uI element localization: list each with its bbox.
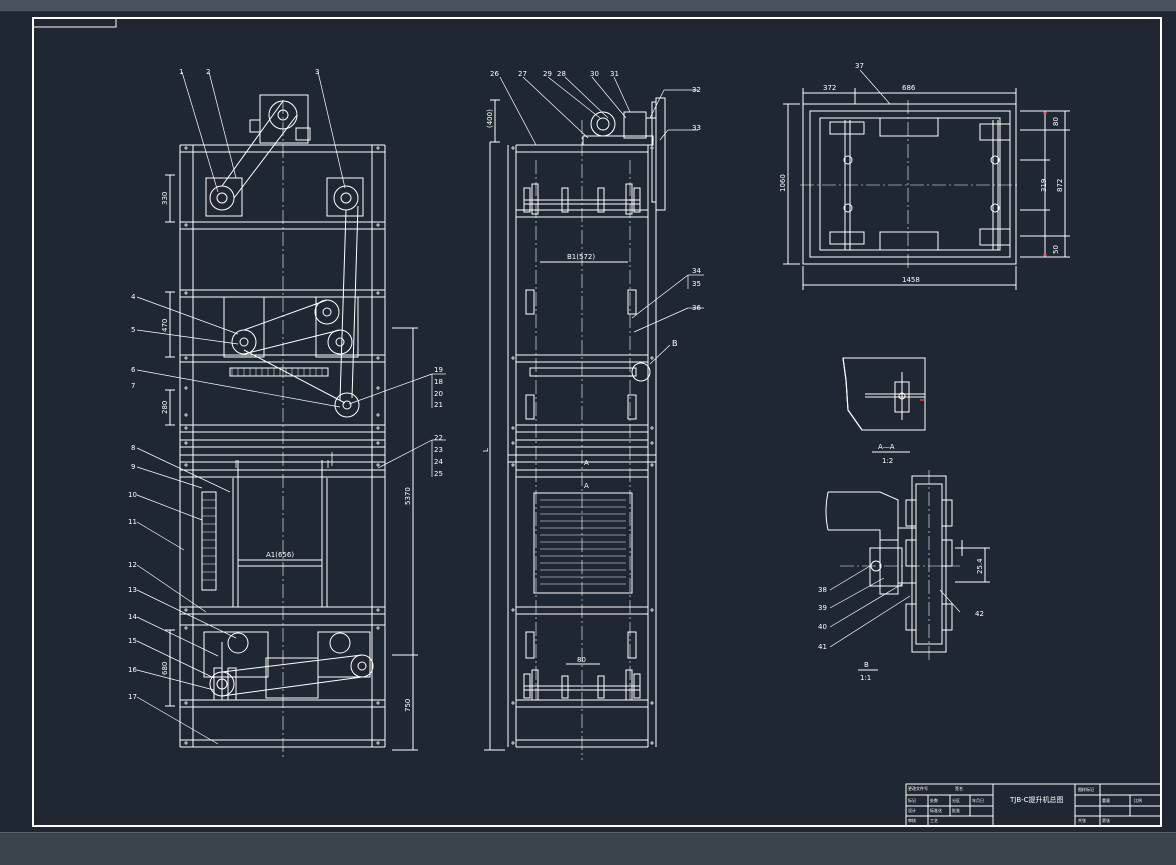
label-b1: B1(572) (567, 253, 595, 261)
balloon-21: 21 (434, 401, 443, 409)
balloon-30: 30 (590, 70, 599, 78)
balloon-15: 15 (128, 637, 137, 645)
app-top-bar (0, 0, 1176, 12)
balloon-19: 19 (434, 366, 443, 374)
balloon-7: 7 (131, 382, 135, 390)
dim-25-4: 25.4 (976, 558, 984, 574)
tb-label-6: 设计 (908, 807, 916, 813)
title-block (905, 783, 1162, 827)
balloon-26: 26 (490, 70, 499, 78)
side-view (484, 76, 704, 760)
tb-label-13: 比例 (1134, 797, 1142, 803)
drawing-border (32, 17, 1162, 827)
balloon-39: 39 (818, 604, 827, 612)
dim-50: 50 (1052, 245, 1060, 254)
balloon-41: 41 (818, 643, 827, 651)
balloon-31: 31 (610, 70, 619, 78)
tb-label-7: 审核 (908, 817, 916, 823)
balloon-36: 36 (692, 304, 701, 312)
balloon-3: 3 (315, 68, 319, 76)
detail-b-title: B (864, 661, 869, 669)
dim-1060: 1060 (779, 174, 787, 192)
dim-319: 319 (1040, 179, 1048, 192)
balloon-5: 5 (131, 326, 135, 334)
balloon-35: 35 (692, 280, 701, 288)
balloon-17: 17 (128, 693, 137, 701)
balloon-24: 24 (434, 458, 443, 466)
app-status-bar (0, 832, 1176, 865)
balloon-20: 20 (434, 390, 443, 398)
dim-330: 330 (161, 192, 169, 205)
balloon-16: 16 (128, 666, 137, 674)
top-left-tab (32, 17, 117, 28)
tb-label-15: 第张 (1102, 817, 1110, 823)
balloon-6: 6 (131, 366, 136, 374)
balloon-9: 9 (131, 463, 135, 471)
dim-680: 680 (161, 662, 169, 675)
detail-b (825, 470, 990, 671)
balloon-18: 18 (434, 378, 443, 386)
label-b: B (672, 339, 678, 348)
dim-872: 872 (1056, 179, 1064, 192)
balloon-27: 27 (518, 70, 527, 78)
dim-80-side: 80 (577, 656, 586, 664)
dim-80-plan: 80 (1052, 117, 1060, 126)
balloon-37: 37 (855, 62, 864, 70)
dim-750: 750 (404, 699, 412, 712)
tb-label-1: 处数 (930, 797, 938, 803)
balloon-22: 22 (434, 434, 443, 442)
balloon-11: 11 (128, 518, 137, 526)
dim-470: 470 (161, 319, 169, 332)
tb-label-12: 重量 (1102, 797, 1110, 803)
balloon-29: 29 (543, 70, 552, 78)
balloon-8: 8 (131, 444, 135, 452)
plan-view (783, 69, 1070, 290)
tb-label-0: 标记 (908, 797, 916, 803)
label-a1: A1(656) (266, 551, 294, 559)
balloon-23: 23 (434, 446, 443, 454)
dim-5370: 5370 (404, 487, 412, 505)
front-view (136, 71, 446, 760)
tb-label-3: 更改文件号 (908, 785, 928, 791)
dim-280: 280 (161, 401, 169, 414)
dim-686: 686 (902, 84, 916, 92)
balloon-4: 4 (131, 293, 136, 301)
section-aa-scale: 1:2 (882, 457, 893, 465)
red-markers (920, 112, 1047, 401)
balloon-42: 42 (975, 610, 984, 618)
dim-400: (400) (486, 109, 494, 128)
balloon-32: 32 (692, 86, 701, 94)
balloon-28: 28 (557, 70, 566, 78)
tb-label-11: 图样标记 (1078, 786, 1094, 792)
dim-372: 372 (823, 84, 836, 92)
section-a-top: A (584, 459, 589, 467)
balloon-2: 2 (206, 68, 210, 76)
balloon-14: 14 (128, 613, 137, 621)
balloon-25: 25 (434, 470, 443, 478)
balloon-12: 12 (128, 561, 137, 569)
tb-label-5: 年月日 (972, 797, 984, 803)
dim-1458: 1458 (902, 276, 920, 284)
tb-label-4: 签名 (955, 785, 963, 791)
tb-label-9: 标准化 (930, 807, 942, 813)
balloon-40: 40 (818, 623, 827, 631)
tb-label-8: 工艺 (930, 818, 938, 823)
section-aa-title: A—A (878, 443, 895, 451)
balloon-1: 1 (179, 68, 183, 76)
section-a-a (842, 357, 926, 453)
balloon-10: 10 (128, 491, 137, 499)
balloon-38: 38 (818, 586, 827, 594)
tb-label-2: 分区 (952, 797, 960, 803)
detail-b-scale: 1:1 (860, 674, 871, 682)
balloon-34: 34 (692, 267, 701, 275)
balloon-13: 13 (128, 586, 137, 594)
dim-L: L (482, 448, 490, 452)
balloon-33: 33 (692, 124, 701, 132)
title-block-name: TJB-C提升机总图 (1009, 795, 1064, 804)
tb-label-10: 批准 (952, 807, 960, 813)
section-a-bottom: A (584, 482, 589, 490)
tb-label-14: 共张 (1078, 817, 1086, 823)
